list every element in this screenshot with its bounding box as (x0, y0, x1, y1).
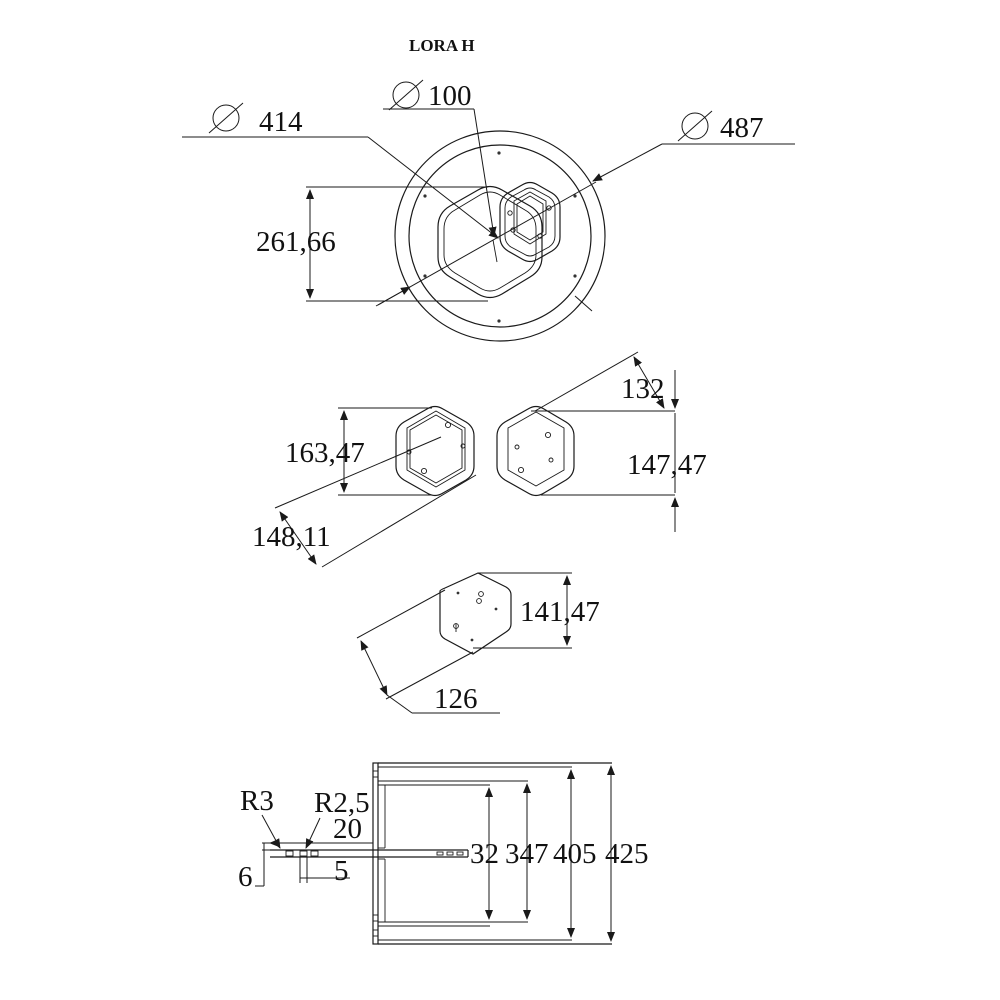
section-frame (372, 762, 379, 945)
dim-6: 6 (238, 861, 253, 893)
plate-hexagon (439, 572, 512, 655)
dim-147-47: 147,47 (627, 449, 707, 481)
dim-132: 132 (621, 373, 665, 405)
small-hexagon (499, 181, 561, 263)
dim-32: 32 (470, 838, 499, 870)
large-hexagon (437, 185, 543, 299)
inner-ring (408, 144, 592, 328)
dim-126: 126 (434, 683, 478, 715)
dim-405: 405 (553, 838, 597, 870)
dim-425: 425 (605, 838, 649, 870)
top-view: 414 100 487 261,66 (182, 79, 795, 342)
dim-20: 20 (333, 813, 362, 845)
outer-ring (394, 130, 606, 342)
dim-261-66: 261,66 (256, 226, 336, 258)
dim-r2-5: R2,5 (314, 787, 370, 819)
dim-163-47: 163,47 (285, 437, 365, 469)
drawing-title: LORA H (409, 36, 475, 55)
dim-5: 5 (334, 855, 349, 887)
dim-487: 487 (720, 112, 764, 144)
mount-holes (423, 151, 577, 323)
right-hexagon (496, 405, 575, 497)
plate-view: 141,47 126 (356, 572, 600, 715)
dim-148-11: 148,11 (252, 521, 331, 553)
dim-100: 100 (428, 80, 472, 112)
hexagon-views: 163,47 148,11 132 147,47 (252, 351, 707, 568)
dim-414: 414 (259, 106, 303, 138)
dim-347: 347 (505, 838, 549, 870)
dim-141-47: 141,47 (520, 596, 600, 628)
dim-r3: R3 (240, 785, 274, 817)
left-hexagon (395, 405, 475, 497)
section-view: 32 347 405 425 R3 R2,5 20 6 5 (238, 762, 649, 945)
